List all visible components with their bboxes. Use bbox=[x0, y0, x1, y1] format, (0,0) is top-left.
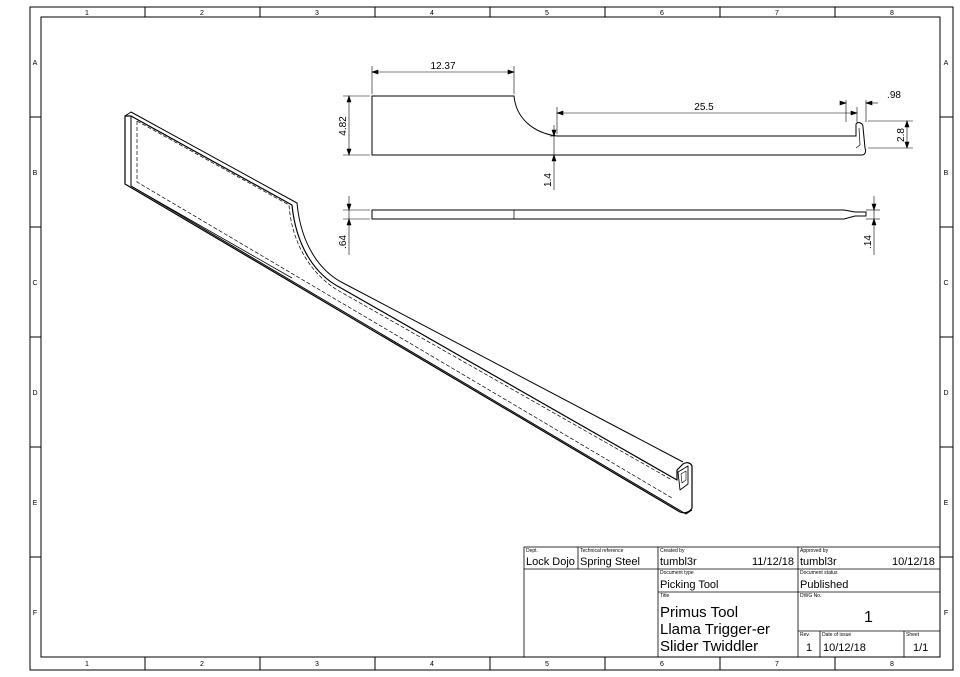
title-label: Title bbox=[660, 593, 670, 599]
dimension-text: 25.5 bbox=[694, 102, 714, 113]
dimension-text: 4.82 bbox=[338, 116, 349, 136]
col-label-top: 6 bbox=[660, 10, 664, 17]
approved-date: 10/12/18 bbox=[892, 556, 935, 568]
title-line-1: Primus Tool bbox=[660, 604, 739, 621]
dimension-text: 12.37 bbox=[430, 61, 455, 72]
col-label-bottom: 7 bbox=[775, 661, 779, 668]
doc-type-value: Picking Tool bbox=[660, 579, 719, 591]
col-label-top: 8 bbox=[890, 10, 894, 17]
col-label-bottom: 4 bbox=[430, 661, 434, 668]
dimension-text: .14 bbox=[863, 235, 874, 249]
row-label-right: B bbox=[944, 170, 949, 177]
doc-type-label: Document type bbox=[660, 570, 694, 576]
dimension-text: 2.8 bbox=[896, 128, 907, 142]
outer-border bbox=[29, 6, 954, 671]
col-label-bottom: 2 bbox=[200, 661, 204, 668]
doc-status-label: Document status bbox=[800, 570, 838, 576]
row-label-left: B bbox=[33, 170, 38, 177]
isometric-view bbox=[124, 111, 693, 515]
sheet-value: 1/1 bbox=[913, 642, 929, 654]
doc-status-value: Published bbox=[800, 579, 849, 591]
approved-by-label: Approved by bbox=[800, 548, 829, 554]
row-label-right: C bbox=[943, 280, 948, 287]
rev-label: Rev. bbox=[800, 632, 810, 638]
title-line-2: Llama Trigger-er bbox=[660, 621, 771, 638]
col-label-top: 5 bbox=[545, 10, 549, 17]
title-line-3: Slider Twiddler bbox=[660, 638, 759, 655]
col-label-bottom: 5 bbox=[545, 661, 549, 668]
created-by-value: tumbl3r bbox=[660, 556, 697, 568]
col-label-top: 3 bbox=[315, 10, 319, 17]
title-block-grid bbox=[523, 546, 941, 658]
col-label-bottom: 1 bbox=[85, 661, 89, 668]
issue-date-value: 10/12/18 bbox=[823, 642, 866, 654]
row-label-right: E bbox=[944, 500, 949, 507]
created-by-label: Created by bbox=[660, 548, 685, 554]
approved-by-value: tumbl3r bbox=[800, 556, 837, 568]
col-label-bottom: 3 bbox=[315, 661, 319, 668]
dept-value: Lock Dojo bbox=[526, 556, 575, 568]
dwg-no-value: 1 bbox=[864, 609, 873, 626]
issue-date-label: Date of issue bbox=[822, 632, 852, 638]
created-date: 11/12/18 bbox=[752, 556, 795, 568]
dept-label: Dept. bbox=[526, 548, 538, 554]
col-label-bottom: 6 bbox=[660, 661, 664, 668]
row-label-left: C bbox=[32, 280, 37, 287]
row-label-right: D bbox=[943, 390, 948, 397]
col-label-bottom: 8 bbox=[890, 661, 894, 668]
side-view bbox=[371, 95, 867, 156]
zone-ticks bbox=[30, 7, 953, 670]
row-label-left: E bbox=[33, 500, 38, 507]
col-label-top: 7 bbox=[775, 10, 779, 17]
dimension-text: .98 bbox=[887, 90, 901, 101]
rev-value: 1 bbox=[806, 642, 813, 654]
col-label-top: 1 bbox=[85, 10, 89, 17]
row-label-left: F bbox=[33, 610, 37, 617]
row-label-left: D bbox=[32, 390, 37, 397]
tech-ref-value: Spring Steel bbox=[580, 556, 640, 568]
top-view bbox=[371, 209, 867, 220]
row-label-left: A bbox=[33, 60, 38, 67]
row-label-right: F bbox=[944, 610, 948, 617]
col-label-top: 4 bbox=[430, 10, 434, 17]
col-label-top: 2 bbox=[200, 10, 204, 17]
dimension-text: 1.4 bbox=[543, 173, 554, 187]
dimension-lines bbox=[343, 66, 913, 255]
tech-ref-label: Technical reference bbox=[580, 548, 624, 554]
sheet-label: Sheet bbox=[906, 632, 920, 638]
row-label-right: A bbox=[944, 60, 949, 67]
dwg-no-label: DWG No. bbox=[800, 593, 822, 599]
dimension-text: .64 bbox=[338, 235, 349, 249]
